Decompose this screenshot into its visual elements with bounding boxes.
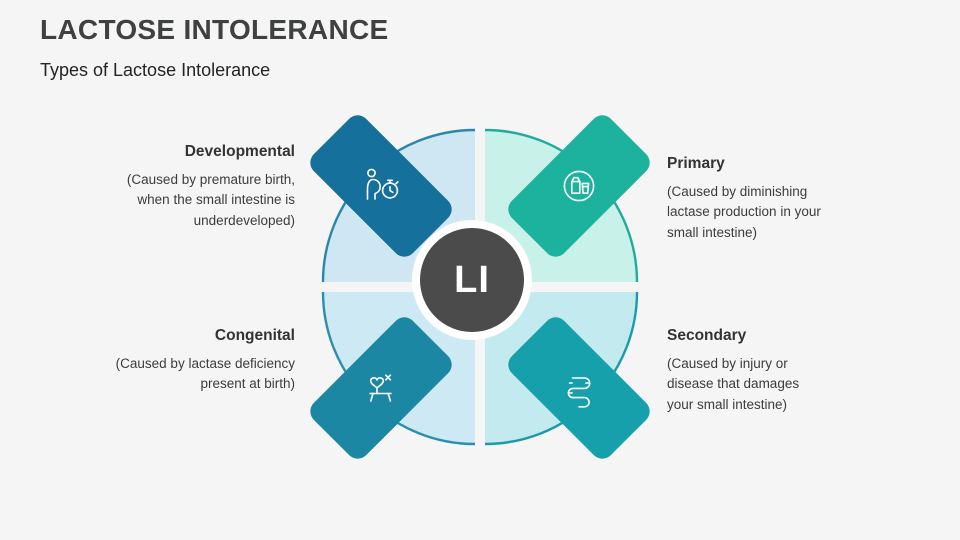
tab-secondary: [503, 312, 655, 464]
label-block-developmental: Developmental (Caused by premature birth…: [110, 143, 295, 231]
pregnant-stopwatch-icon: [358, 163, 404, 209]
page-title: LACTOSE INTOLERANCE: [40, 14, 389, 45]
item-description-congenital: (Caused by lactase deficiency present at…: [115, 356, 295, 392]
label-block-primary: Primary (Caused by diminishing lactase p…: [667, 155, 829, 243]
center-hub: LI: [412, 220, 532, 340]
center-hub-label: LI: [454, 258, 490, 301]
item-title-developmental: Developmental: [184, 143, 295, 160]
page-subtitle: Types of Lactose Intolerance: [40, 60, 271, 80]
item-description-secondary: (Caused by injury or disease that damage…: [667, 356, 800, 412]
label-block-secondary: Secondary (Caused by injury or disease t…: [667, 327, 819, 415]
item-description-developmental: (Caused by premature birth, when the sma…: [126, 172, 295, 228]
tab-developmental: [305, 110, 457, 262]
item-title-primary: Primary: [667, 155, 725, 172]
item-title-secondary: Secondary: [667, 327, 747, 344]
milk-products-icon: [556, 163, 602, 209]
label-block-congenital: Congenital (Caused by lactase deficiency…: [115, 327, 295, 395]
newborn-care-icon: [358, 365, 404, 411]
tab-congenital: [305, 312, 457, 464]
tab-primary: [503, 110, 655, 262]
item-title-congenital: Congenital: [214, 327, 295, 344]
item-description-primary: (Caused by diminishing lactase productio…: [667, 184, 821, 240]
intestine-icon: [556, 365, 602, 411]
